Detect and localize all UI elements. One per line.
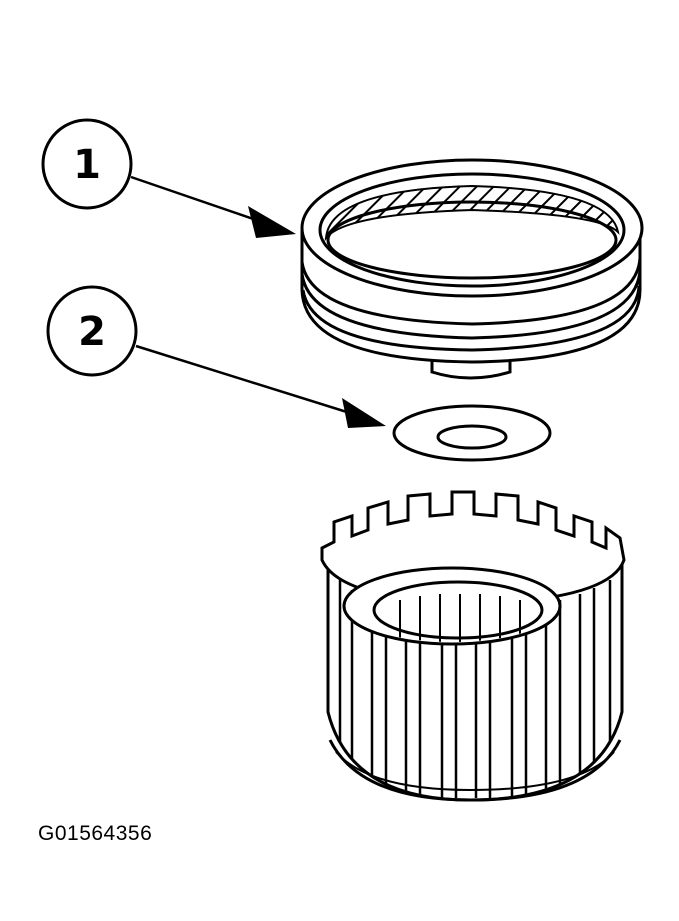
callout-2-leader-arrow [135,344,386,428]
callout-1-label: 1 [73,142,101,188]
callout-2-label: 2 [78,309,106,355]
callout-1: 1 [41,118,133,210]
drum-part [300,158,644,380]
figure-id-label: G01564356 [38,822,153,845]
callout-1-leader-arrow [130,175,296,238]
callout-2: 2 [46,285,138,377]
washer-part [392,404,552,462]
splined-hub-part [320,490,626,802]
